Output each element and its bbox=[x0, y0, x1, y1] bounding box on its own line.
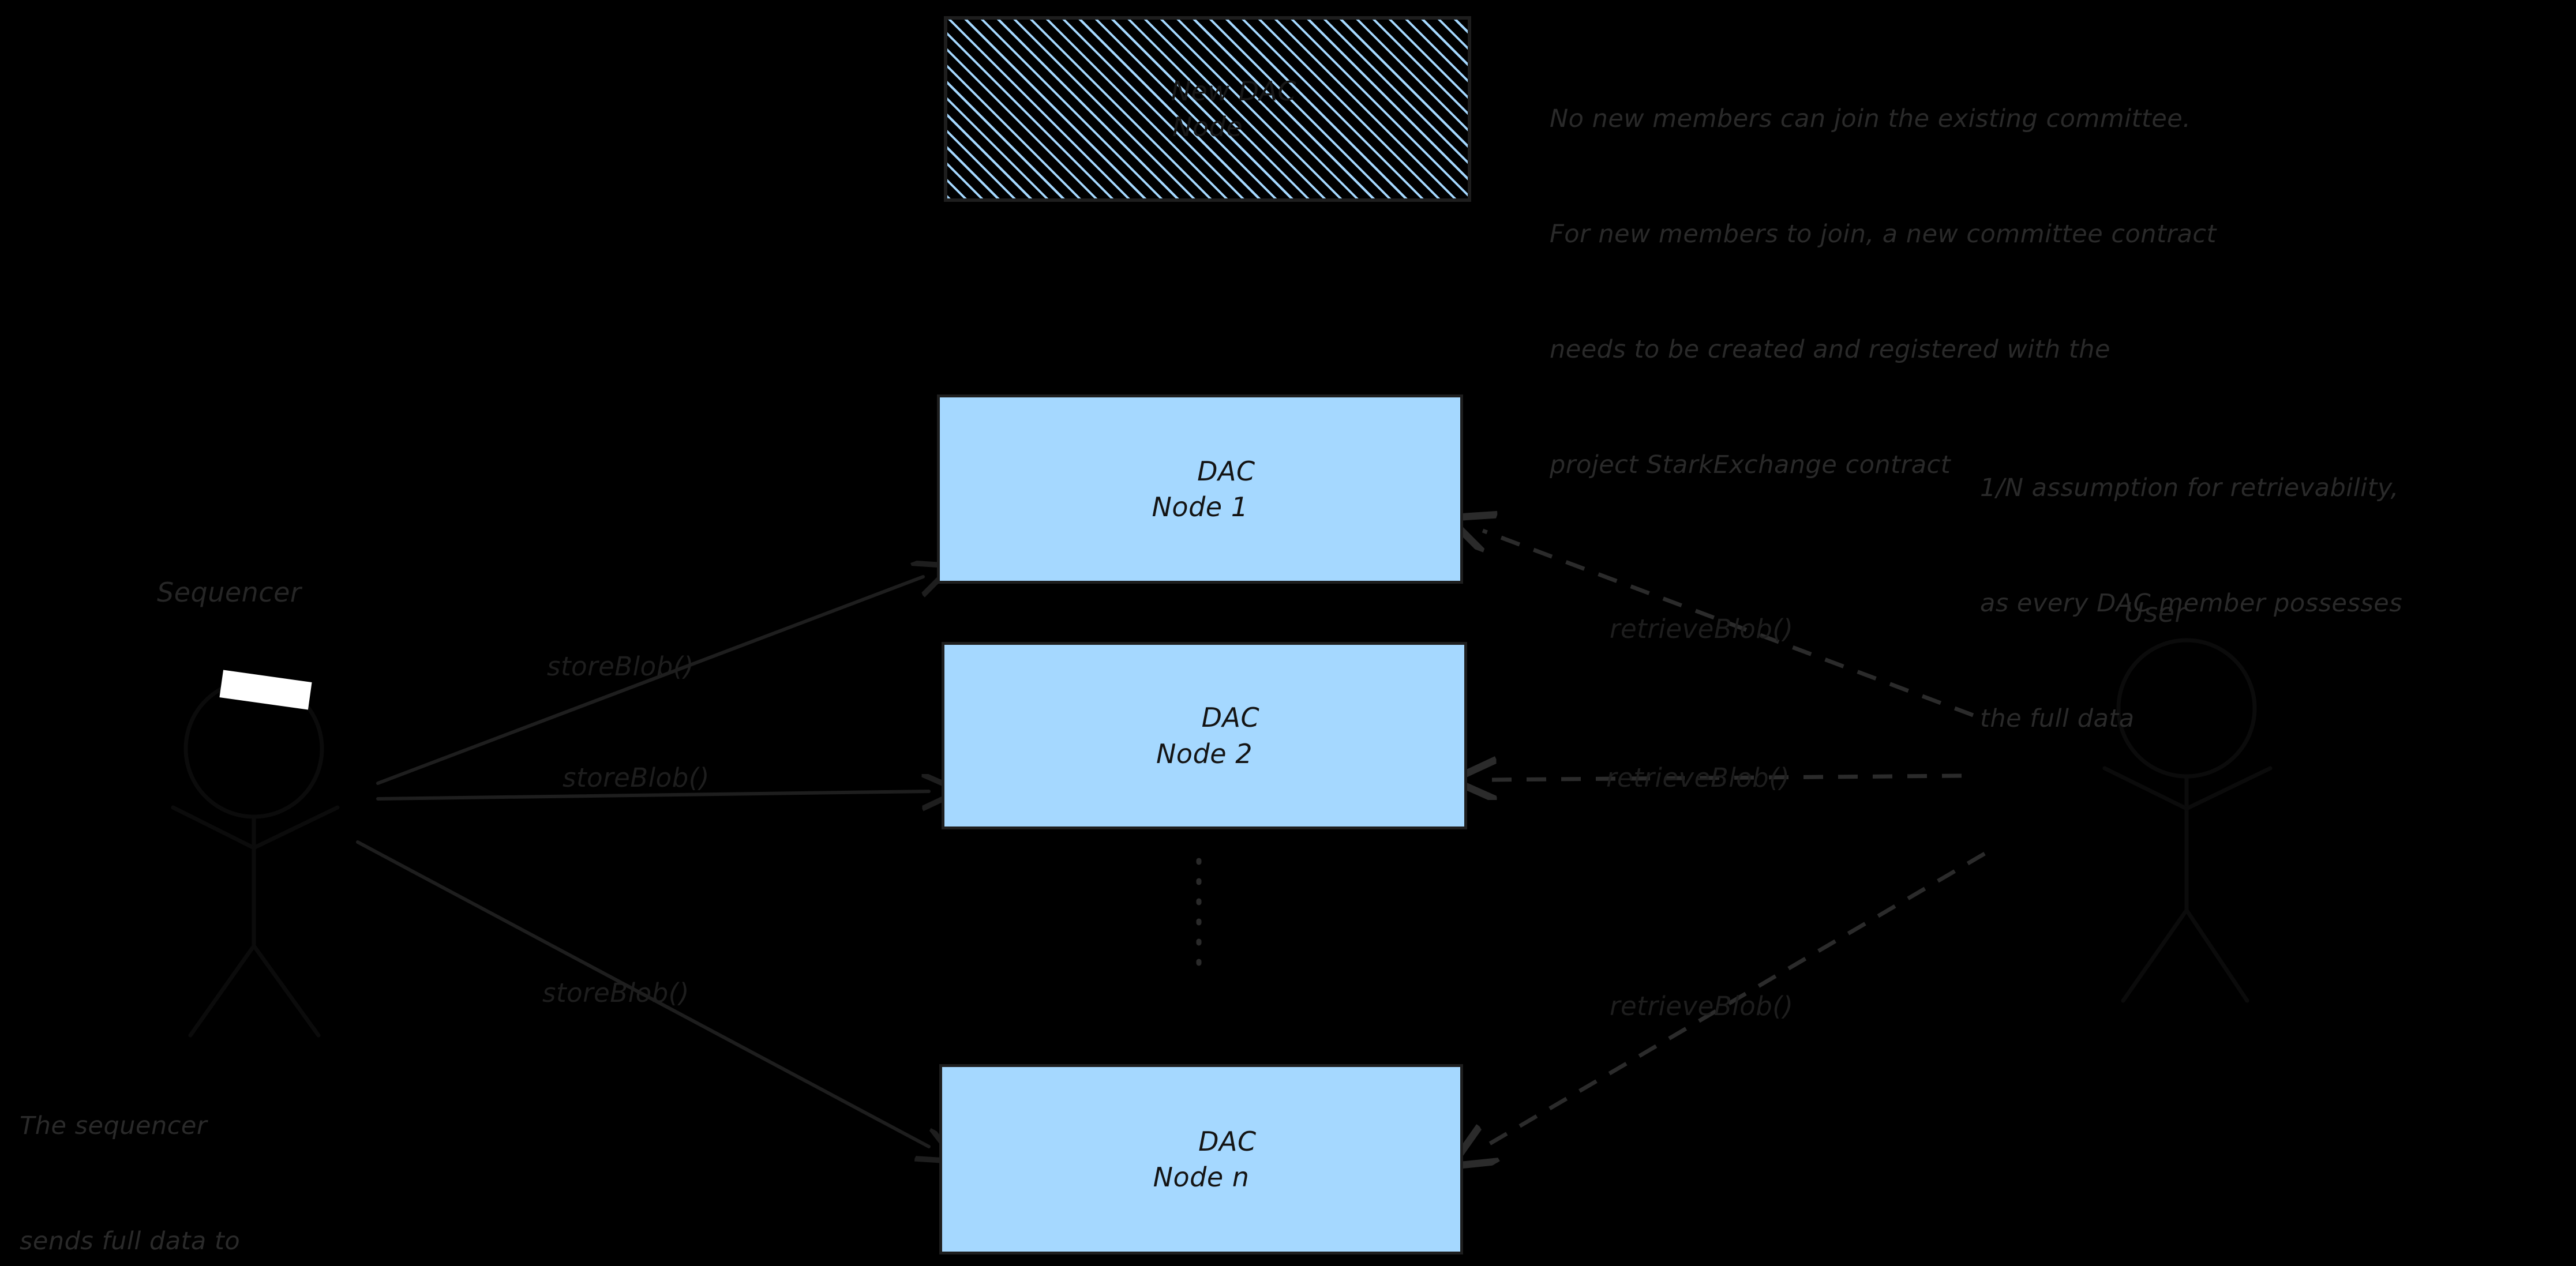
store-blob-arrows bbox=[356, 577, 929, 1147]
arrow-store-blob-node1 bbox=[376, 577, 923, 785]
retrieve-blob-label-noden: retrieveBlob() bbox=[1610, 991, 1794, 1021]
committee-note-line-4: project StarkExchange contract bbox=[1550, 450, 1951, 480]
user-stick-figure bbox=[2102, 638, 2273, 1003]
retrieve-blob-arrows bbox=[1483, 531, 1986, 1148]
arrow-retrieve-blob-noden bbox=[1483, 851, 1986, 1148]
store-blob-label-node1: storeBlob() bbox=[547, 651, 694, 682]
store-blob-label-node2: storeBlob() bbox=[563, 762, 710, 793]
sequencer-label: Sequencer bbox=[157, 577, 302, 608]
committee-note-line-3: needs to be created and registered with … bbox=[1550, 335, 2110, 365]
arrow-store-blob-noden bbox=[356, 840, 929, 1147]
retrieve-blob-label-node2: retrieveBlob() bbox=[1606, 762, 1790, 793]
retrievability-note-line-1: 1/N assumption for retrievability, bbox=[1980, 474, 2399, 503]
parallel-note-line-1: The sequencer bbox=[20, 1111, 208, 1141]
sequencer-stick-figure bbox=[171, 678, 340, 1038]
committee-note-line-2: For new members to join, a new committee… bbox=[1550, 220, 2217, 249]
parallel-note: The sequencer sends full data to all mem… bbox=[20, 1030, 312, 1266]
arrow-retrieve-blob-node1 bbox=[1483, 531, 1974, 717]
retrievability-note: 1/N assumption for retrievability, as ev… bbox=[1980, 392, 2402, 815]
retrieve-blob-label-node1: retrieveBlob() bbox=[1610, 614, 1794, 644]
retrievability-note-line-2: as every DAC member possesses bbox=[1980, 589, 2403, 618]
parallel-note-line-2: sends full data to bbox=[20, 1227, 241, 1256]
committee-note: No new members can join the existing com… bbox=[1550, 23, 2217, 561]
committee-note-line-1: No new members can join the existing com… bbox=[1550, 104, 2191, 134]
user-label: User bbox=[2124, 597, 2186, 628]
arrow-retrieve-blob-node2 bbox=[1488, 776, 1962, 780]
arrow-store-blob-node2 bbox=[376, 791, 929, 799]
retrievability-note-line-3: the full data bbox=[1980, 704, 2135, 734]
store-blob-label-noden: storeBlob() bbox=[542, 978, 689, 1008]
